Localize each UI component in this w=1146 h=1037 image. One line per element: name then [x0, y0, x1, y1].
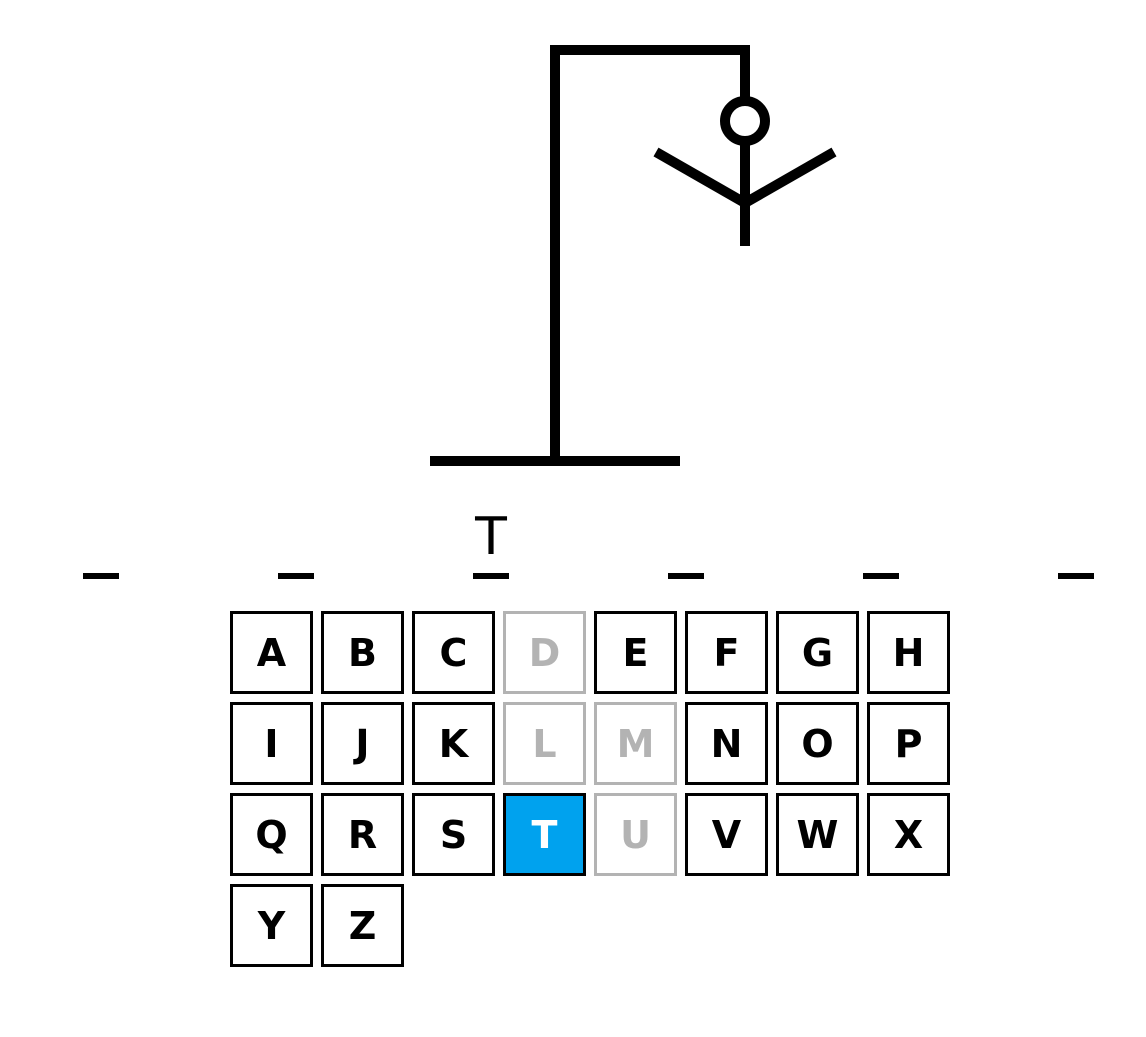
key-i[interactable]: I — [230, 702, 313, 785]
key-g[interactable]: G — [776, 611, 859, 694]
hangman-head — [720, 96, 770, 146]
word-slot-dash — [1058, 573, 1094, 579]
key-w[interactable]: W — [776, 793, 859, 876]
key-d[interactable]: D — [503, 611, 586, 694]
word-slot-dash — [668, 573, 704, 579]
gallows-frame — [430, 45, 750, 466]
word-slot — [71, 500, 131, 590]
key-m[interactable]: M — [594, 702, 677, 785]
word-slot-dash — [473, 573, 509, 579]
key-n[interactable]: N — [685, 702, 768, 785]
word-slot-dash — [863, 573, 899, 579]
key-o[interactable]: O — [776, 702, 859, 785]
word-slot — [656, 500, 716, 590]
word-slot: T — [461, 500, 521, 590]
key-u[interactable]: U — [594, 793, 677, 876]
key-r[interactable]: R — [321, 793, 404, 876]
key-e[interactable]: E — [594, 611, 677, 694]
key-y[interactable]: Y — [230, 884, 313, 967]
key-z[interactable]: Z — [321, 884, 404, 967]
hangman-figure — [653, 96, 837, 246]
key-l[interactable]: L — [503, 702, 586, 785]
key-f[interactable]: F — [685, 611, 768, 694]
word-slot — [266, 500, 326, 590]
word-slot-dash — [278, 573, 314, 579]
key-h[interactable]: H — [867, 611, 950, 694]
key-x[interactable]: X — [867, 793, 950, 876]
key-k[interactable]: K — [412, 702, 495, 785]
word-slot — [851, 500, 911, 590]
word-slot-dash — [83, 573, 119, 579]
key-b[interactable]: B — [321, 611, 404, 694]
word-slot — [1046, 500, 1106, 590]
word-slot-letter: T — [475, 507, 507, 567]
hangman-left-arm — [653, 147, 748, 208]
key-c[interactable]: C — [412, 611, 495, 694]
key-j[interactable]: J — [321, 702, 404, 785]
key-a[interactable]: A — [230, 611, 313, 694]
hangman-right-arm — [742, 147, 837, 208]
key-t[interactable]: T — [503, 793, 586, 876]
key-v[interactable]: V — [685, 793, 768, 876]
key-p[interactable]: P — [867, 702, 950, 785]
hangman-drawing — [430, 45, 837, 466]
word-row: T — [0, 500, 1146, 590]
key-s[interactable]: S — [412, 793, 495, 876]
key-q[interactable]: Q — [230, 793, 313, 876]
